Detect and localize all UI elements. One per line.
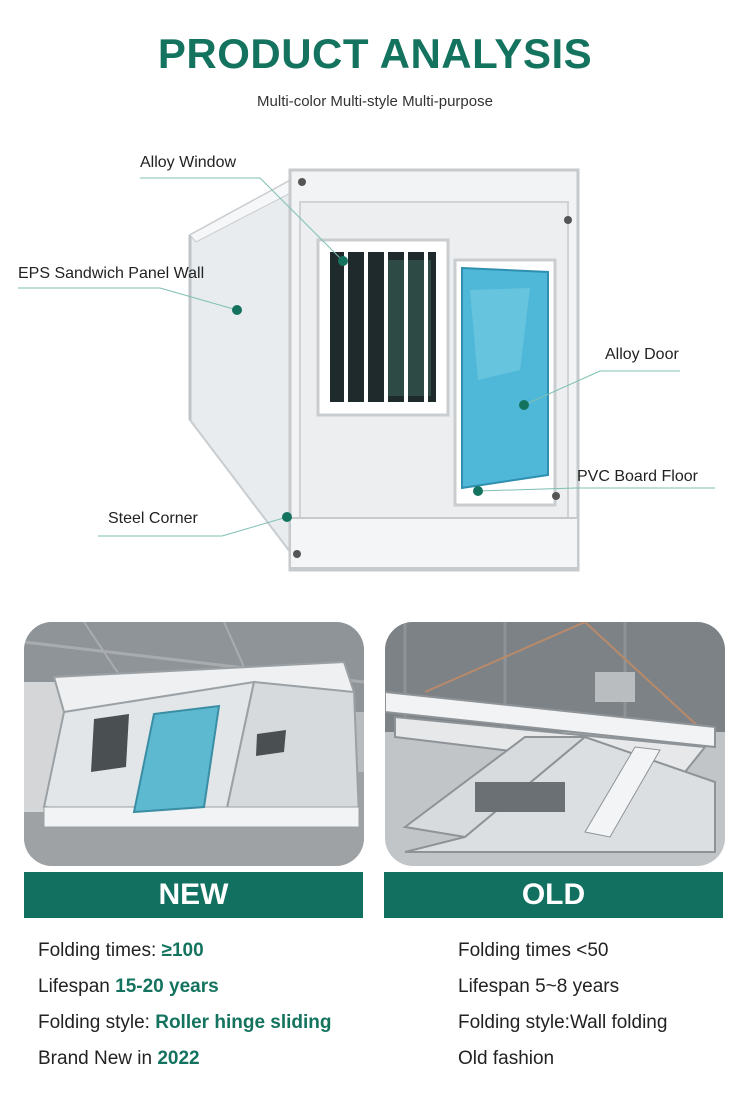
page-title: PRODUCT ANALYSIS xyxy=(157,30,593,77)
old-spec-fashion: Old fashion xyxy=(458,1048,555,1069)
window-marker-dot xyxy=(338,256,348,266)
old-spec-folding-style: Folding style:Wall folding xyxy=(458,1012,668,1033)
wall-marker-dot xyxy=(232,305,242,315)
callout-alloy-door: Alloy Door xyxy=(605,346,679,363)
old-spec-lifespan: Lifespan 5~8 years xyxy=(458,976,620,997)
old-label-band: OLD xyxy=(384,872,723,918)
new-label-band: NEW xyxy=(24,872,363,918)
floor-marker-dot xyxy=(473,486,483,496)
new-spec-brand-new: Brand New in 2022 xyxy=(38,1048,200,1069)
callout-eps-wall: EPS Sandwich Panel Wall xyxy=(18,265,205,282)
container-drawing xyxy=(18,168,715,572)
new-spec-lifespan: Lifespan 15-20 years xyxy=(38,976,219,997)
callout-pvc-floor: PVC Board Floor xyxy=(577,468,698,485)
callout-alloy-window: Alloy Window xyxy=(140,154,237,171)
old-container-photo xyxy=(385,622,725,866)
corner-marker-dot xyxy=(282,512,292,522)
callout-steel-corner: Steel Corner xyxy=(108,510,198,527)
new-spec-folding-times: Folding times: ≥100 xyxy=(38,940,204,961)
door-marker-dot xyxy=(519,400,529,410)
new-spec-folding-style: Folding style: Roller hinge sliding xyxy=(38,1012,332,1033)
container-illustration: Alloy Window EPS Sandwich Panel Wall All… xyxy=(0,130,750,600)
new-container-photo xyxy=(24,622,364,866)
old-spec-folding-times: Folding times <50 xyxy=(458,940,609,961)
page-subtitle: Multi-color Multi-style Multi-purpose xyxy=(257,93,493,110)
